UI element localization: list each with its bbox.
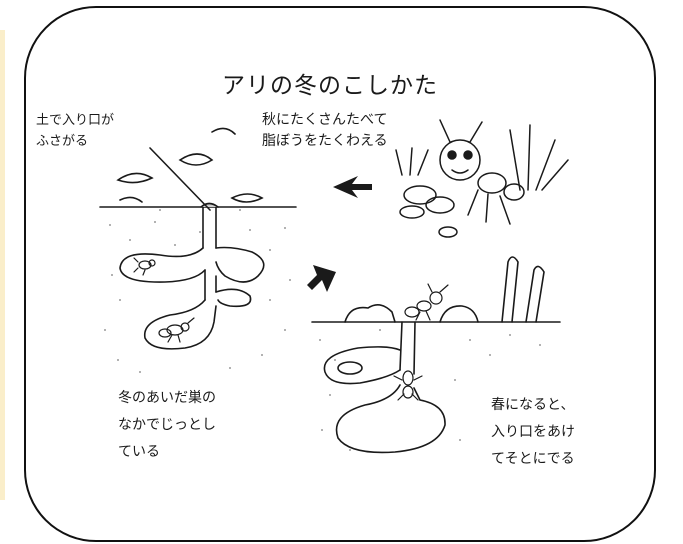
ant-icon [405, 284, 448, 320]
leaf-icon [232, 194, 262, 202]
chamber-right-upper [216, 248, 264, 283]
label-line: 土で入り口が [36, 110, 114, 131]
arrow-right-icon [307, 265, 336, 292]
entrance-tunnel-left [203, 207, 216, 248]
grass-icon [502, 257, 544, 322]
leaf-icon [180, 154, 212, 165]
arrow-left-icon [333, 176, 372, 198]
food-pile [400, 186, 457, 237]
label-autumn-feeding: 秋にたくさんたべて 脂ぼうをたくわえる [262, 110, 388, 152]
chamber-spring-lower [337, 385, 446, 452]
entrance-tunnel-right [400, 322, 415, 374]
label-line: ふさがる [36, 131, 114, 152]
winter-nest-scene [100, 128, 296, 373]
grass-icon [396, 125, 568, 190]
soil-dots-left [104, 209, 291, 373]
ant-icon [134, 258, 155, 275]
mound-right [440, 306, 478, 322]
mound-left [345, 305, 395, 322]
chamber-spring-upper [324, 347, 400, 384]
label-line: 秋にたくさんたべて [262, 110, 388, 131]
edge-accent [0, 30, 5, 500]
chamber-right-middle [216, 289, 251, 306]
leaf-icon [212, 128, 235, 134]
label-line: 春になると、 [491, 392, 575, 419]
leaf-icon [120, 197, 142, 202]
label-spring-exit: 春になると、 入り口をあけ てそとにでる [491, 392, 575, 473]
label-winter-stay: 冬のあいだ巣の なかでじっとし ている [118, 385, 216, 466]
stored-food [338, 362, 362, 374]
label-entrance-blocked: 土で入り口が ふさがる [36, 110, 114, 152]
label-line: なかでじっとし [118, 412, 216, 439]
ant-icon [159, 318, 194, 342]
autumn-ant-scene [396, 120, 568, 237]
leaf-icon [118, 173, 152, 182]
pointer-line [150, 148, 210, 210]
shaft-middle [205, 270, 216, 300]
chamber-left-upper [120, 248, 205, 282]
diagram-title: アリの冬のこしかた [222, 66, 438, 100]
label-line: 冬のあいだ巣の [118, 385, 216, 412]
label-line: てそとにでる [491, 446, 575, 473]
label-line: ている [118, 439, 216, 466]
label-line: 入り口をあけ [491, 419, 575, 446]
label-line: 脂ぼうをたくわえる [262, 131, 388, 152]
